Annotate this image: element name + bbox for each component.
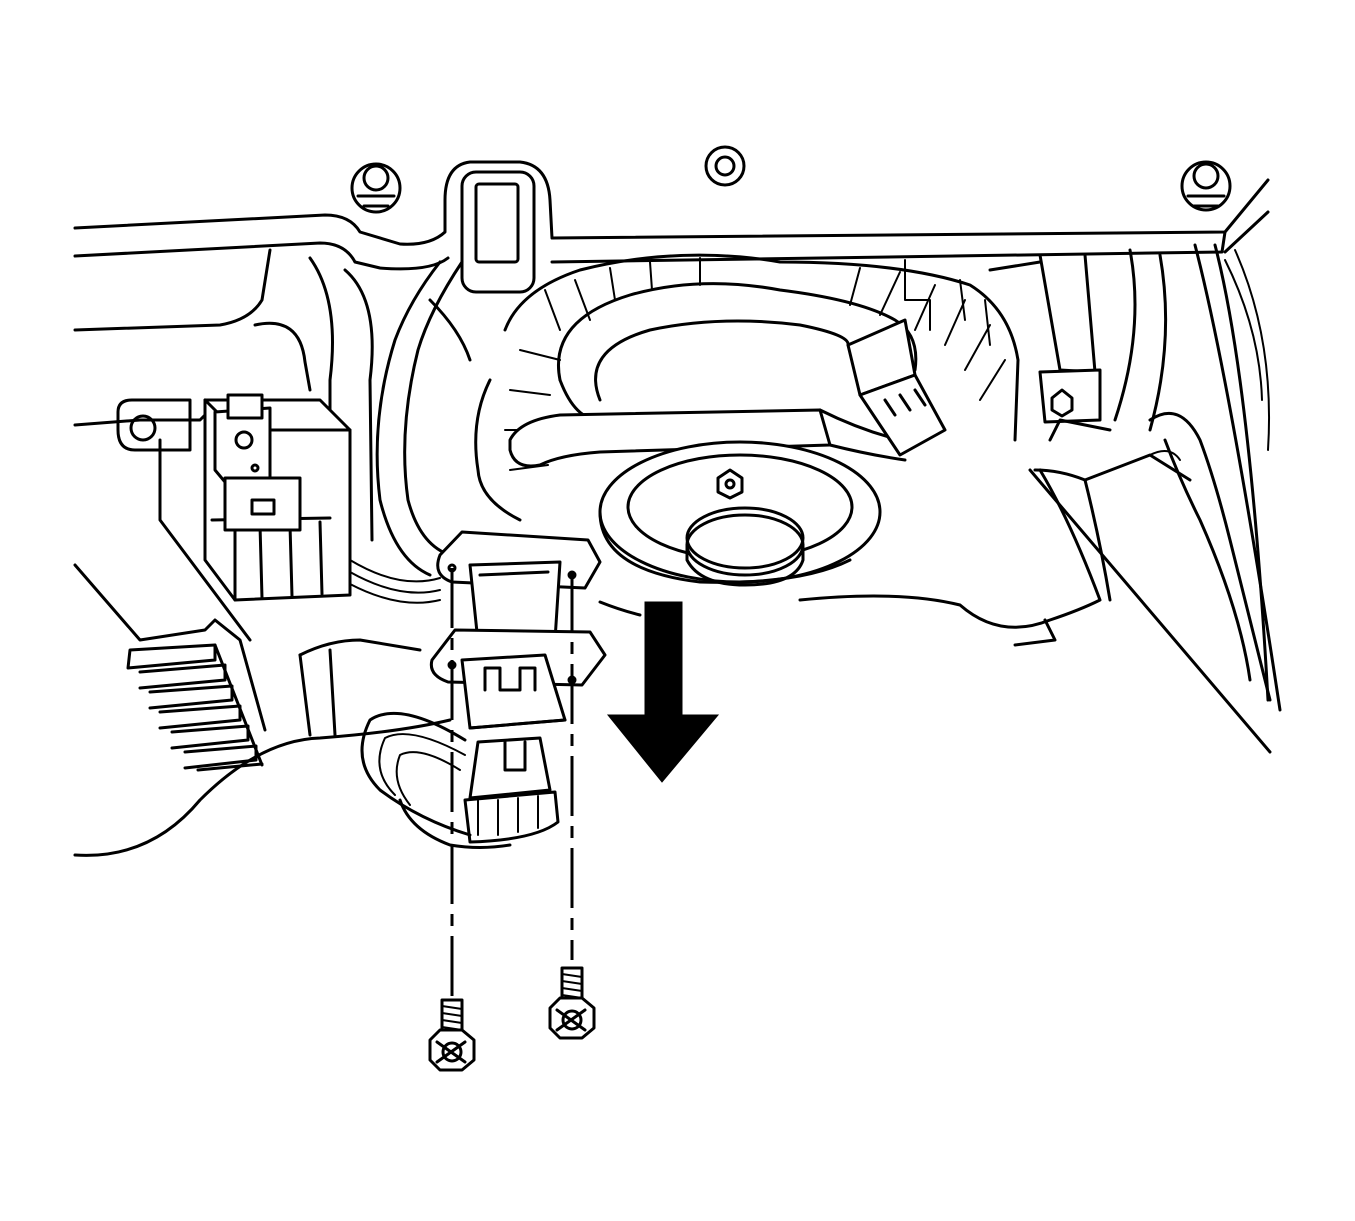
screw-hole [567,570,577,580]
hex-nut [1180,160,1232,212]
lower-duct [598,418,1272,754]
blower-motor-resistor [360,530,607,849]
relay [203,393,352,602]
screw-hole [447,660,457,670]
screw-hole [567,675,577,685]
blower-motor [508,282,947,587]
screw-hole [447,563,457,573]
wire-harness [349,260,472,604]
mounting-tab [116,398,192,452]
blower-wheel [474,253,1020,522]
hex-nut [350,162,402,214]
screw [548,966,596,1040]
screw [428,998,476,1072]
arrow-down-icon [606,601,720,783]
support-bracket [988,243,1282,712]
mounting-flange [73,160,1270,294]
washer [704,145,746,187]
hvac-module-housing [73,248,452,857]
